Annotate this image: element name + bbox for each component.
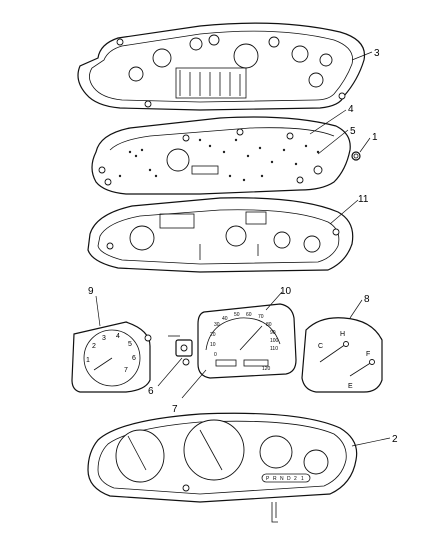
callout-11: 11: [358, 194, 369, 205]
tach-number: 4: [116, 333, 120, 340]
rear-housing: [87, 197, 354, 273]
tachometer-dial: 1 2 3 4 5 6 7: [71, 321, 152, 393]
tach-number: 7: [124, 367, 128, 374]
shifter-letter: P: [266, 476, 270, 482]
tach-number: 5: [128, 341, 132, 348]
tach-number: 1: [86, 357, 90, 364]
speedo-number: 80: [266, 322, 272, 328]
callout-5: 5: [350, 126, 356, 137]
speedo-number: 90: [270, 330, 276, 336]
shifter-letter: 2: [294, 476, 297, 482]
callout-4: 4: [348, 104, 354, 115]
speedo-number: 60: [246, 312, 252, 318]
callout-1: 1: [372, 132, 378, 143]
tach-number: 3: [102, 335, 106, 342]
bulb-socket: [351, 151, 361, 161]
speedo-number: 70: [258, 314, 264, 320]
callout-7: 7: [172, 404, 178, 415]
callout-6: 6: [148, 386, 154, 397]
speedo-number: 30: [214, 322, 220, 328]
shifter-letter: N: [280, 476, 284, 482]
tach-number: 2: [92, 343, 96, 350]
gauge-mark: F: [366, 351, 370, 358]
circuit-board: [91, 116, 351, 195]
lens-bezel: P R N D 2 1: [87, 412, 358, 523]
speedometer-dial: 0 10 20 30 40 50 60 70 80 90 100 110 120: [197, 303, 297, 379]
gauge-mark: E: [348, 383, 353, 390]
shifter-letter: D: [287, 476, 291, 482]
callout-9: 9: [88, 286, 94, 297]
shifter-letter: 1: [301, 476, 304, 482]
speedo-number: 40: [222, 316, 228, 322]
speedo-number: 100: [270, 338, 279, 344]
speedo-number: 110: [270, 346, 278, 352]
tach-number: 6: [132, 355, 136, 362]
gauge-mark: C: [318, 343, 323, 350]
callout-8: 8: [364, 294, 370, 305]
speedo-number: 20: [210, 332, 216, 338]
speedo-number: 10: [210, 342, 216, 348]
shifter-letter: R: [273, 476, 277, 482]
callout-3: 3: [374, 48, 380, 59]
callout-2: 2: [392, 434, 398, 445]
speedo-number: 0: [214, 352, 217, 358]
callout-10: 10: [280, 286, 292, 297]
leader-lines: [95, 51, 391, 447]
speedo-number: 50: [234, 312, 240, 318]
fuel-temp-gauge: C H E F: [301, 317, 383, 393]
gauge-mark: H: [340, 331, 345, 338]
housing-top-shell: [77, 22, 366, 111]
odometer-motor: [168, 335, 193, 366]
speedo-number: 120: [262, 366, 271, 372]
callout-labels: 3 4 5 1 11 9 10 8 6 7 2: [88, 48, 398, 445]
